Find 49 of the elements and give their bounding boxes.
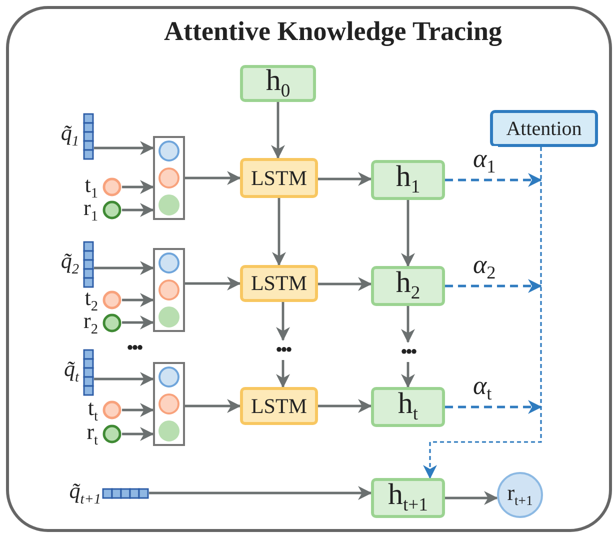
arrow: [149, 486, 372, 500]
output-circle: r$_{t+1}$: [497, 472, 543, 518]
ellipsis-dots: •••: [263, 340, 303, 360]
dashed-arrow: [445, 173, 542, 187]
ellipsis-dots: •••: [388, 342, 428, 362]
arrow: [122, 293, 154, 307]
lstm-box: LSTM: [240, 265, 318, 302]
arrow: [185, 399, 241, 413]
arrow: [401, 306, 415, 343]
arrow: [318, 277, 372, 291]
concat-box: [153, 136, 185, 220]
arrow: [318, 399, 372, 413]
arrow: [94, 261, 154, 275]
lstm-box: LSTM: [240, 158, 318, 198]
lstm-box: LSTM: [240, 387, 318, 425]
arrow: [276, 360, 290, 388]
question-label: q̃$_{1}$: [60, 122, 79, 150]
dashed-arrow: [445, 400, 542, 414]
question-label: q̃$_{2}$: [60, 250, 79, 278]
arrow: [122, 427, 154, 441]
diagram-title: Attentive Knowledge Tracing: [163, 16, 503, 47]
ellipsis-dots: •••: [125, 338, 143, 358]
dashed-arrow: [423, 147, 542, 479]
arrow: [185, 171, 241, 185]
question-label: q̃$_{t}$: [64, 358, 79, 386]
arrow: [122, 203, 154, 217]
hidden-state-box: h$_{2}$: [371, 266, 445, 306]
arrow: [401, 200, 415, 267]
concat-box: [153, 248, 185, 332]
arrow: [276, 302, 290, 341]
hidden-state-box: h$_{t}$: [371, 387, 445, 427]
arrow: [401, 362, 415, 388]
question-label: q̃$_{t+1}$: [69, 480, 101, 507]
hidden-state-box: h$_{t+1}$: [371, 478, 445, 518]
arrow: [445, 491, 498, 505]
arrow: [185, 276, 241, 290]
arrow: [94, 141, 154, 155]
arrow: [318, 172, 372, 186]
arrow: [272, 198, 286, 266]
attention-box: Attention: [490, 110, 598, 147]
arrow: [122, 316, 154, 330]
hidden-state-box: h$_{0}$: [240, 65, 316, 102]
arrow: [94, 372, 154, 386]
hidden-state-box: h$_{1}$: [371, 160, 445, 200]
concat-box: [153, 362, 185, 446]
arrow: [122, 403, 154, 417]
arrow: [122, 180, 154, 194]
arrow: [271, 102, 285, 159]
dashed-arrow: [445, 279, 542, 293]
